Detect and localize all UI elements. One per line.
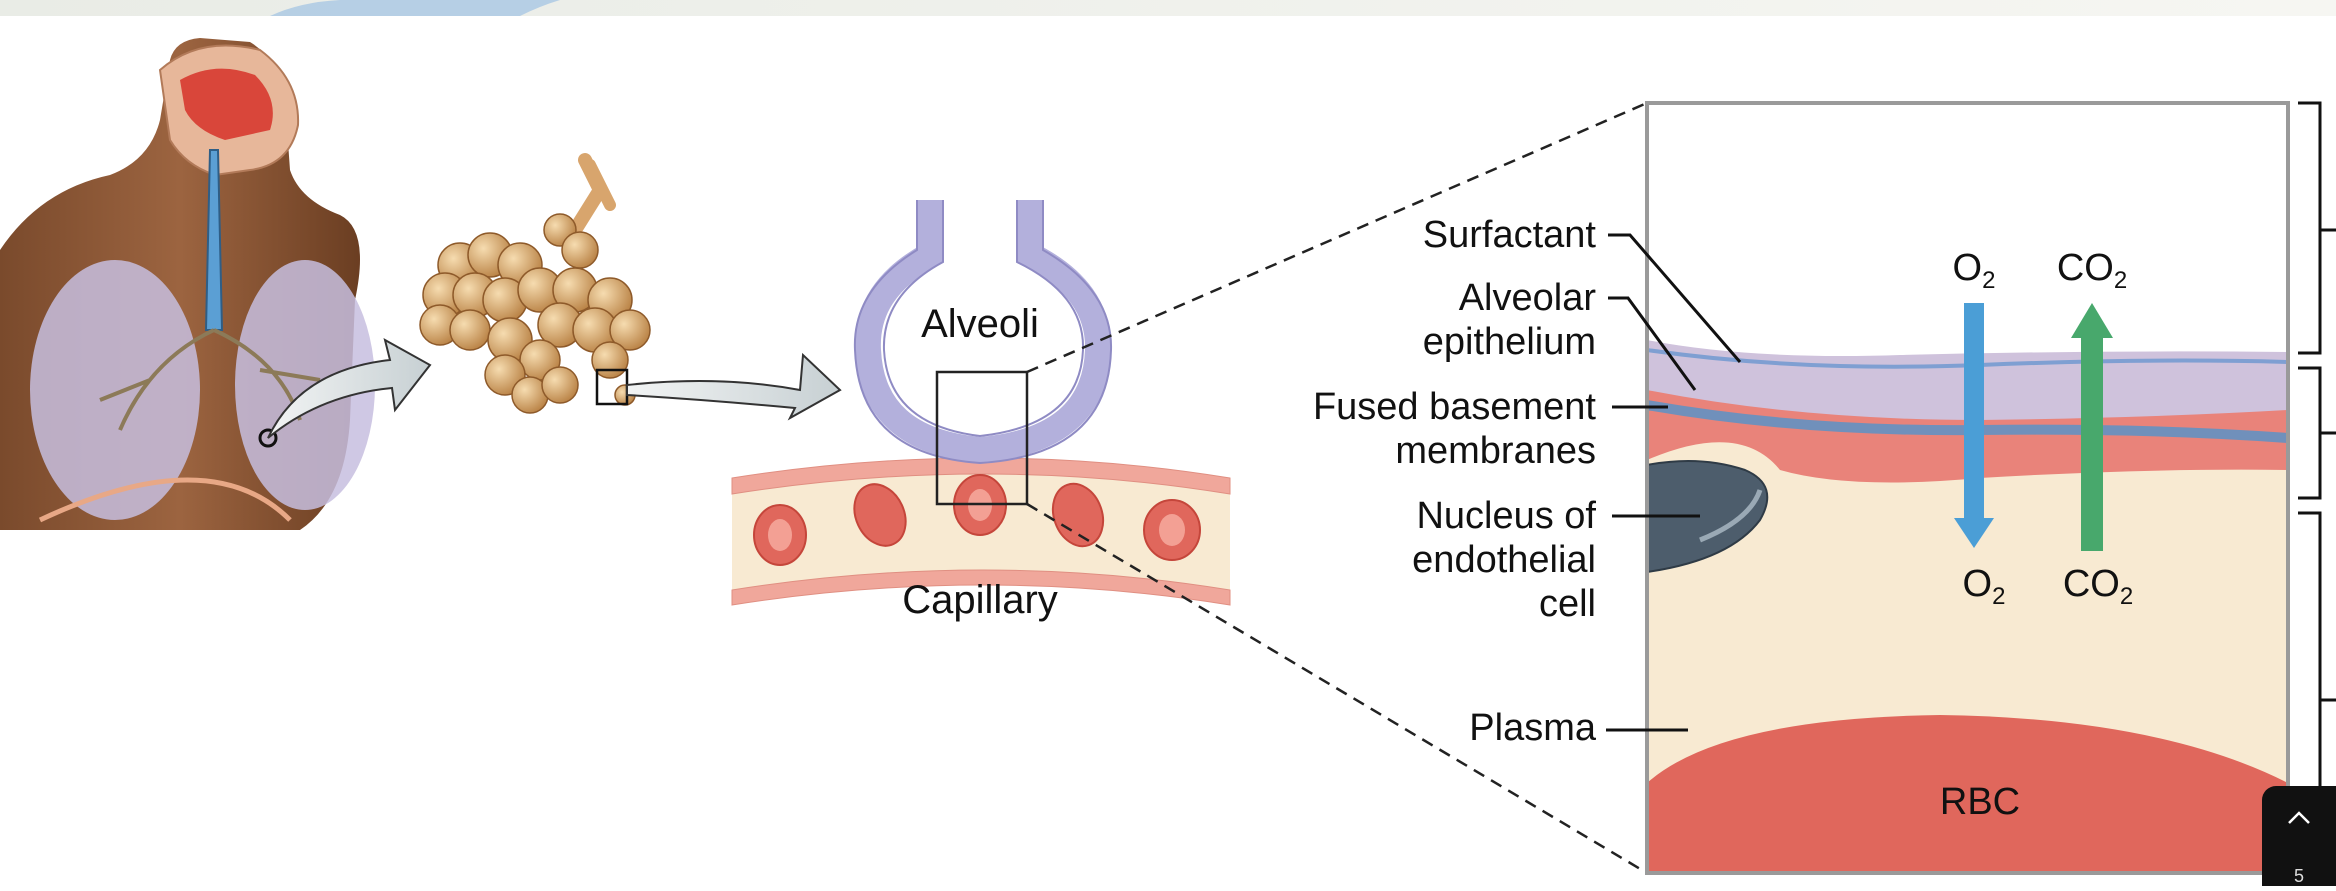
bracket-bottom <box>2298 511 2322 880</box>
rbc-label: RBC <box>1939 781 2021 823</box>
zoom-arrow-1 <box>267 338 432 439</box>
fused-basement-membranes-label: Fused basement membranes <box>1200 385 1596 473</box>
scroll-up-button[interactable]: 5 <box>2262 786 2336 886</box>
leader-lines <box>1606 233 1742 732</box>
surfactant-label: Surfactant <box>1422 214 1596 256</box>
human-torso-illustration <box>0 38 375 530</box>
header-band <box>0 0 2336 16</box>
o2-diffusion-arrow <box>1964 303 1984 523</box>
bracket-top <box>2298 101 2322 355</box>
zoom-arrow-2 <box>626 352 842 421</box>
nucleus-line3: cell <box>1538 583 1596 625</box>
header-decoration <box>270 0 560 16</box>
capillary-label: Capillary <box>902 578 1058 622</box>
co2-label-top: CO2 <box>2056 247 2128 294</box>
co2-label-bottom: CO2 <box>2062 563 2134 610</box>
plasma-label: Plasma <box>1469 707 1596 749</box>
page-number: 5 <box>2293 866 2304 886</box>
zoom-box-large <box>935 370 1029 506</box>
bracket-middle <box>2298 366 2322 500</box>
nucleus-line1: Nucleus of <box>1416 495 1596 537</box>
o2-label-bottom: O2 <box>1962 563 2006 610</box>
nucleus-label: Nucleus of endothelial cell <box>1300 494 1596 626</box>
alveolus-wall <box>854 200 1112 464</box>
alveoli-label: Alveoli <box>921 302 1039 346</box>
fused-membranes-line2: membranes <box>1395 430 1596 472</box>
chevron-up-icon <box>2288 811 2310 824</box>
co2-diffusion-arrow <box>2081 333 2103 551</box>
alveolar-epithelium-line1: Alveolar <box>1458 277 1596 319</box>
fused-membranes-line1: Fused basement <box>1312 386 1596 428</box>
respiratory-membrane-detail <box>1647 103 2288 873</box>
alveolus-capillary-illustration <box>731 200 1231 606</box>
alveolar-sac-cluster <box>419 153 651 414</box>
o2-label-top: O2 <box>1952 247 1996 294</box>
nucleus-line2: endothelial <box>1412 539 1596 581</box>
projection-line-top <box>1026 101 1648 374</box>
alveolar-epithelium-line2: epithelium <box>1422 321 1596 363</box>
projection-line-bottom <box>1026 502 1648 875</box>
detail-frame <box>1645 101 2290 875</box>
alveolar-epithelium-label: Alveolar epithelium <box>1300 276 1596 364</box>
